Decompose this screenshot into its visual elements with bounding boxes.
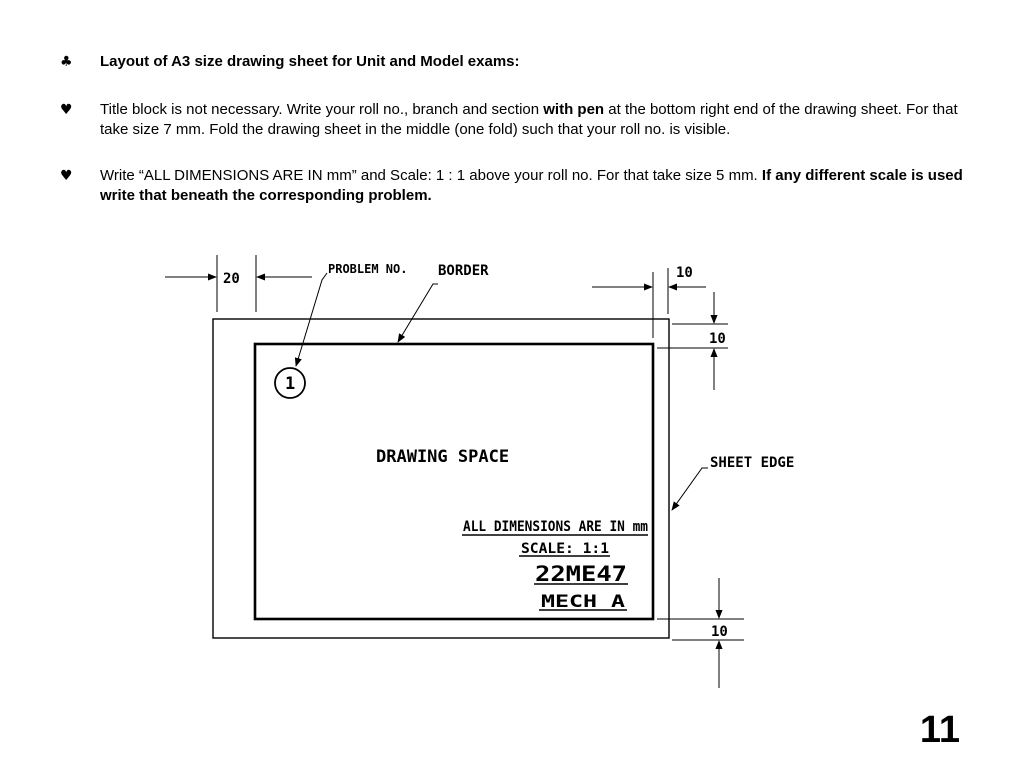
dim-label-10-top: 10 (676, 265, 693, 281)
sheet-edge-label: SHEET EDGE (710, 455, 794, 471)
club-bullet-icon: ♣ (60, 54, 73, 70)
dim-label-10-right-bottom: 10 (711, 624, 728, 640)
sheet-edge-leader (671, 467, 708, 511)
text-segment: Title block is not necessary. Write your… (100, 101, 544, 118)
problem-no-leader (294, 272, 328, 367)
text-segment: at the bottom right end of the drawing s… (100, 101, 958, 138)
slide-number: 11 (919, 709, 960, 751)
dim-label-10-right-top: 10 (709, 331, 726, 347)
bullet-text-2: Title block is not necessary. Write your… (100, 100, 980, 140)
roll-number: 22ME47 (535, 562, 627, 586)
bullet-text-3: Write “ALL DIMENSIONS ARE IN mm” and Sca… (100, 166, 980, 206)
bullet-text-1: Layout of A3 size drawing sheet for Unit… (100, 52, 980, 72)
problem-number-circle (274, 367, 306, 399)
border-label: BORDER (438, 263, 489, 279)
heart-bullet-icon: ♥ (60, 168, 73, 184)
border-rect (253, 342, 655, 621)
border-leader (397, 283, 438, 343)
text-segment: Write “ALL DIMENSIONS ARE IN mm” and Sca… (100, 167, 762, 184)
all-dimensions-note: ALL DIMENSIONS ARE IN mm (463, 519, 648, 535)
drawing-space-label: DRAWING SPACE (376, 447, 509, 467)
heart-bullet-icon: ♥ (60, 102, 73, 118)
text-segment-bold: If any different scale is used write tha… (100, 167, 963, 204)
sheet-edge-rect (212, 318, 670, 639)
problem-no-label: PROBLEM NO. (328, 262, 407, 276)
scale-note: SCALE: 1:1 (521, 541, 609, 557)
branch-section: MECH A (541, 592, 625, 612)
problem-number: 1 (285, 374, 295, 394)
heading-text: Layout of A3 size drawing sheet for Unit… (100, 53, 520, 70)
dim-label-20: 20 (223, 271, 240, 287)
text-segment-bold: with pen (543, 101, 605, 118)
